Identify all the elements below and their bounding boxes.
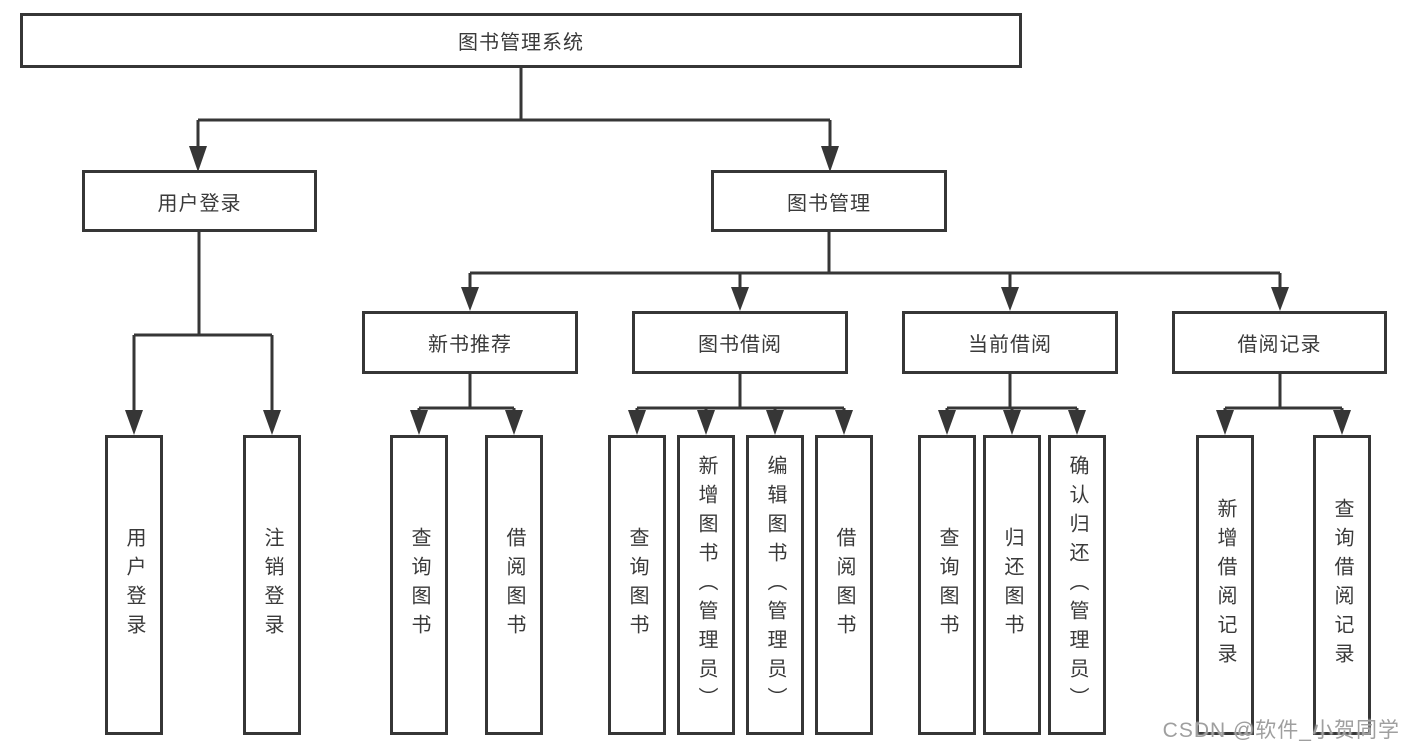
leaf-label: 借阅图书 [833,527,855,643]
node-library-management-system: 图书管理系统 [20,13,1022,68]
node-label: 图书管理 [787,192,871,215]
leaf-confirm-return-admin: 确认归还（管理员） [1048,435,1106,735]
csdn-watermark: CSDN @软件_小贺同学 [1162,719,1400,742]
leaf-label: 归还图书 [1001,527,1023,643]
leaf-label: 查询借阅记录 [1331,498,1353,672]
node-book-borrowing: 图书借阅 [632,311,848,374]
node-user-login: 用户登录 [82,170,317,232]
leaf-query-books-current: 查询图书 [918,435,976,735]
leaf-return-books: 归还图书 [983,435,1041,735]
node-new-book-recommendation: 新书推荐 [362,311,578,374]
node-label: 图书管理系统 [458,32,584,54]
leaf-query-borrow-record: 查询借阅记录 [1313,435,1371,735]
arrowheads [125,146,1351,435]
node-current-borrowing: 当前借阅 [902,311,1118,374]
leaf-label: 查询图书 [936,527,958,643]
node-borrowing-records: 借阅记录 [1172,311,1387,374]
node-label: 用户登录 [157,192,242,215]
node-label: 当前借阅 [968,334,1052,356]
leaf-add-borrow-record: 新增借阅记录 [1196,435,1254,735]
leaf-logout: 注销登录 [243,435,301,735]
leaf-label: 查询图书 [626,527,648,643]
leaf-label: 注销登录 [261,527,283,643]
leaf-borrow-books: 借阅图书 [815,435,873,735]
connector-paths [132,68,1344,413]
leaf-label: 借阅图书 [503,527,525,643]
node-book-management: 图书管理 [711,170,947,232]
leaf-label: 新增图书（管理员） [695,454,717,716]
leaf-query-books-borrow: 查询图书 [608,435,666,735]
leaf-query-books-recommend: 查询图书 [390,435,448,735]
node-label: 图书借阅 [698,334,782,356]
leaf-edit-books-admin: 编辑图书（管理员） [746,435,804,735]
node-label: 新书推荐 [428,334,512,356]
leaf-borrow-books-recommend: 借阅图书 [485,435,543,735]
leaf-user-login: 用户登录 [105,435,163,735]
leaf-label: 查询图书 [408,527,430,643]
leaf-label: 编辑图书（管理员） [764,454,786,716]
leaf-add-books-admin: 新增图书（管理员） [677,435,735,735]
leaf-label: 新增借阅记录 [1214,498,1236,672]
leaf-label: 确认归还（管理员） [1066,454,1088,716]
node-label: 借阅记录 [1237,334,1322,356]
leaf-label: 用户登录 [123,527,145,643]
